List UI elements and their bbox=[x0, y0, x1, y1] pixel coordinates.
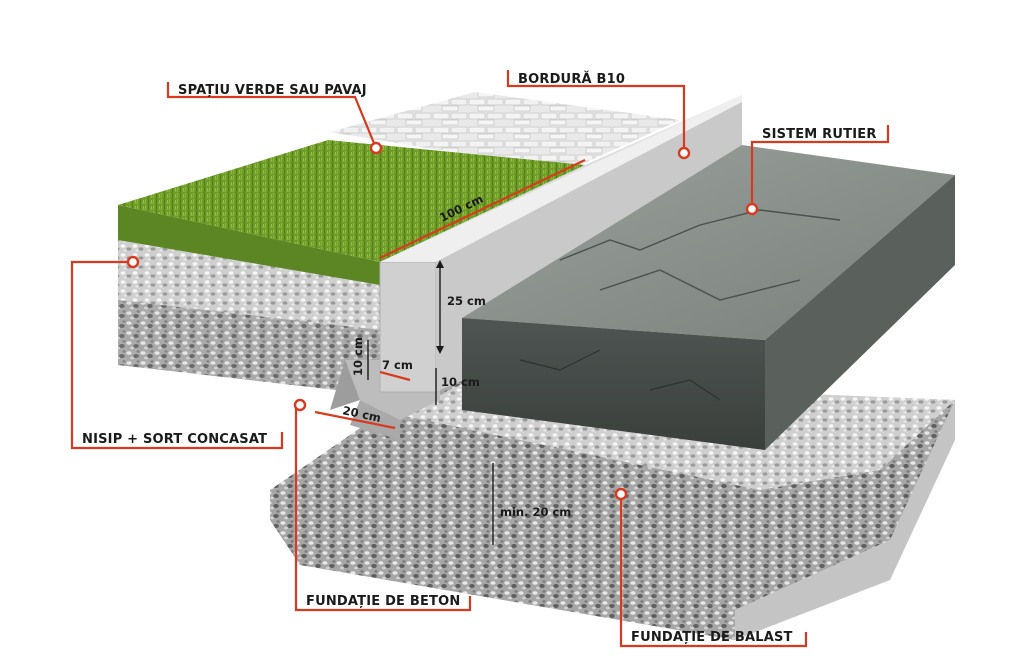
leader-concrete-foundation bbox=[293, 398, 472, 612]
label-road-system: SISTEM RUTIER bbox=[762, 127, 877, 142]
grass-surface bbox=[118, 140, 585, 285]
curb-width-dimension: 7 cm bbox=[382, 358, 413, 372]
ballast-thickness-dimension: min. 20 cm bbox=[500, 505, 571, 519]
paving-surface bbox=[330, 92, 680, 165]
embed-depth-dimension: 10 cm bbox=[351, 337, 365, 376]
foundation-width-line bbox=[314, 410, 396, 430]
label-curb: BORDURĂ B10 bbox=[518, 71, 625, 87]
leader-green-or-paving bbox=[166, 82, 383, 155]
leader-sand-gravel bbox=[70, 255, 284, 450]
label-ballast-foundation: FUNDAȚIE DE BALAST bbox=[631, 630, 793, 645]
length-dimension-line bbox=[379, 159, 586, 259]
label-concrete-foundation: FUNDAȚIE DE BETON bbox=[306, 594, 460, 609]
leader-road-system bbox=[745, 125, 890, 216]
sand-gravel-layer bbox=[118, 235, 380, 395]
leader-curb bbox=[506, 70, 691, 160]
road-system-block bbox=[462, 145, 955, 450]
foundation-height-dimension: 10 cm bbox=[441, 375, 480, 389]
leader-ballast-foundation bbox=[614, 487, 808, 648]
curb-width-line bbox=[379, 370, 411, 382]
label-green-or-paving: SPAȚIU VERDE SAU PAVAJ bbox=[178, 83, 367, 98]
label-sand-gravel: NISIP + SORT CONCASAT bbox=[82, 432, 267, 447]
curb-height-dimension: 25 cm bbox=[447, 294, 486, 308]
